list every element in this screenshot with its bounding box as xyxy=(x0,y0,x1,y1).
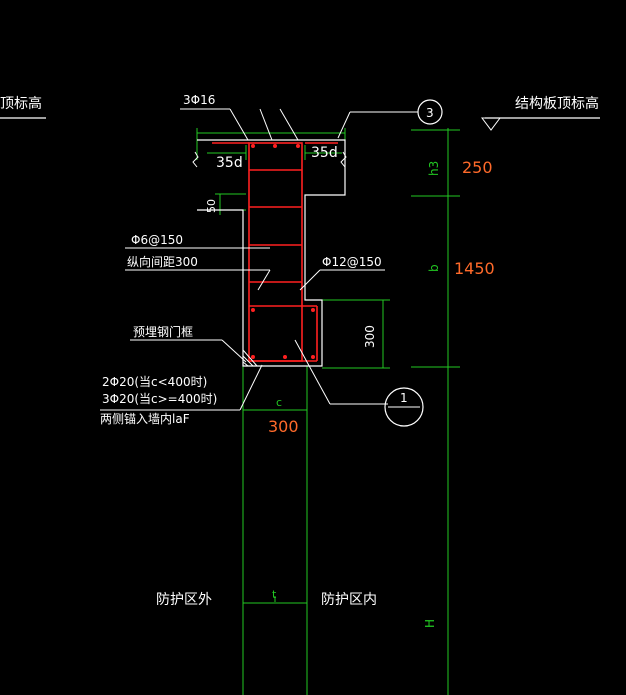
stirrup-label: Φ6@150 xyxy=(131,233,183,247)
wall-thickness: t xyxy=(272,588,277,601)
dim-300-width: 300 xyxy=(268,417,299,436)
zone-inside: 防护区内 xyxy=(321,592,377,608)
right-elevation-label: 结构板顶标高 xyxy=(515,95,599,112)
dim-50: 50 xyxy=(205,199,218,213)
embedded-frame-label: 预埋钢门框 xyxy=(133,324,193,339)
dim-h3: h3 xyxy=(427,161,441,176)
dim-300-vertical: 300 xyxy=(363,325,377,348)
zone-outside: 防护区外 xyxy=(156,592,212,608)
anchor-note: 两侧锚入墙内laF xyxy=(100,411,190,426)
dim-c: c xyxy=(276,396,282,409)
dim-h3-value: 250 xyxy=(462,158,493,177)
detail-ref-3: 3 xyxy=(426,106,434,120)
anchor-left-label: 35d xyxy=(216,155,243,171)
detail-circle-icon xyxy=(417,99,443,125)
anchor-right-label: 35d xyxy=(311,145,338,161)
detail-ref-1-num: 1 xyxy=(400,391,408,405)
rebar xyxy=(212,142,338,362)
dimension-lines xyxy=(196,128,460,695)
dim-H: H xyxy=(423,619,437,628)
rebar-dots xyxy=(251,144,315,359)
frame-hatch xyxy=(242,349,258,367)
leader-lines xyxy=(100,108,418,411)
bottom-rebar-1: 2Φ20(当c<400时) xyxy=(102,375,207,389)
bottom-rebar-2: 3Φ20(当c>=400时) xyxy=(102,392,217,406)
dim-b: b xyxy=(427,264,441,272)
labels: 顶标高 3Φ16 35d 35d 3 结构板顶标高 h3 250 b 1450 … xyxy=(0,93,599,628)
tie-bar-label: Φ12@150 xyxy=(322,255,382,269)
stirrup-note: 纵向间距300 xyxy=(127,254,198,269)
concrete-outline xyxy=(0,117,600,367)
break-symbols xyxy=(192,151,347,168)
elevation-triangle-icon xyxy=(481,117,501,131)
rebar-top-label: 3Φ16 xyxy=(183,93,215,107)
left-elevation-label: 顶标高 xyxy=(0,95,42,112)
dim-b-value: 1450 xyxy=(454,259,495,278)
section-circle-icon xyxy=(384,387,424,427)
